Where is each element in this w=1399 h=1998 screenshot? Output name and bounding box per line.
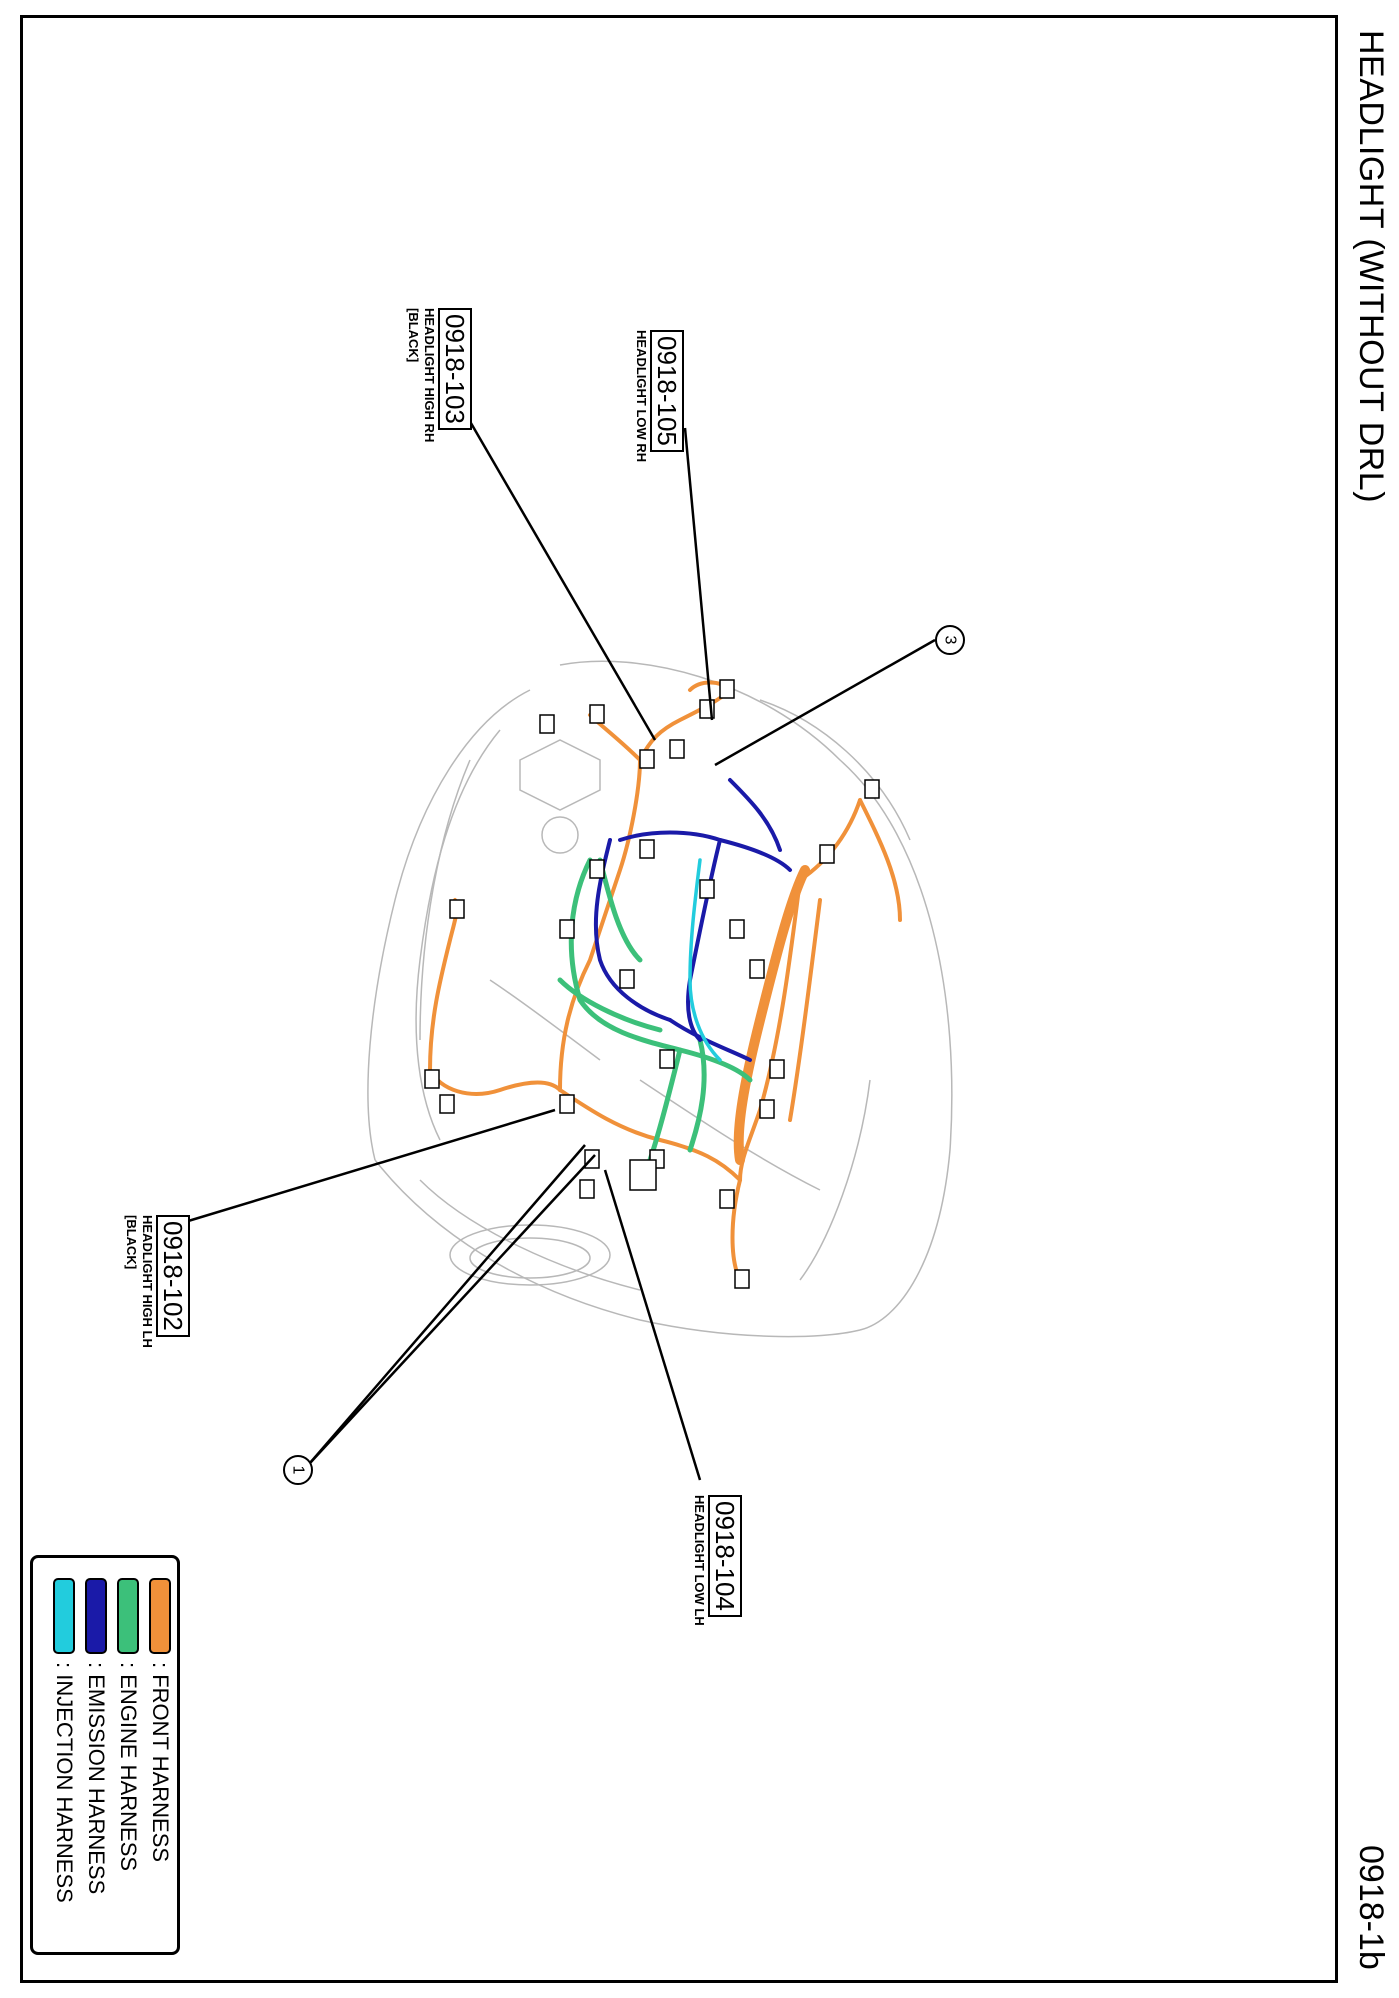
- callout-code: 0918-103: [438, 308, 472, 430]
- legend-label-injection: : INJECTION HARNESS: [52, 1662, 77, 1903]
- callout-code: 0918-104: [708, 1495, 742, 1617]
- callout-desc: HEADLIGHT LOW LH: [692, 1495, 707, 1626]
- callout-0918-102: 0918-102 HEADLIGHT HIGH LH [BLACK]: [124, 1215, 190, 1348]
- callout-desc: HEADLIGHT HIGH RH: [422, 308, 437, 443]
- legend-swatch-engine: [117, 1578, 139, 1654]
- marker-1: 1: [283, 1455, 313, 1485]
- legend-swatch-injection: [53, 1578, 75, 1654]
- callout-0918-105: 0918-105 HEADLIGHT LOW RH: [634, 330, 684, 462]
- legend-label-front: : FRONT HARNESS: [148, 1662, 173, 1863]
- marker-3-label: 3: [942, 636, 959, 645]
- legend-label-emission: : EMISSION HARNESS: [84, 1662, 109, 1895]
- legend-swatch-front: [149, 1578, 171, 1654]
- engine-harness-wires: [557, 857, 753, 1163]
- injection-harness-wires: [688, 858, 722, 1062]
- callout-code: 0918-105: [650, 330, 684, 452]
- callout-0918-103: 0918-103 HEADLIGHT HIGH RH [BLACK]: [406, 308, 472, 442]
- front-harness-wires: [428, 680, 902, 1282]
- harness-legend: : FRONT HARNESS : ENGINE HARNESS : EMISS…: [30, 1555, 180, 1955]
- diagram-frame: [20, 15, 1338, 1983]
- callout-desc: HEADLIGHT HIGH LH: [140, 1215, 155, 1348]
- leader-lines: [174, 417, 936, 1481]
- callout-desc-color: [BLACK]: [124, 1215, 139, 1270]
- marker-3: 3: [935, 625, 965, 655]
- vehicle-outline: [367, 660, 953, 1338]
- callout-desc: HEADLIGHT LOW RH: [634, 330, 649, 463]
- callout-0918-104: 0918-104 HEADLIGHT LOW LH: [692, 1495, 742, 1626]
- callout-code: 0918-102: [156, 1215, 190, 1337]
- legend-swatch-emission: [85, 1578, 107, 1654]
- legend-label-engine: : ENGINE HARNESS: [116, 1662, 141, 1872]
- front-harness-trunk: [733, 865, 810, 1165]
- callout-desc-color: [BLACK]: [406, 308, 421, 363]
- marker-1-label: 1: [290, 1466, 307, 1475]
